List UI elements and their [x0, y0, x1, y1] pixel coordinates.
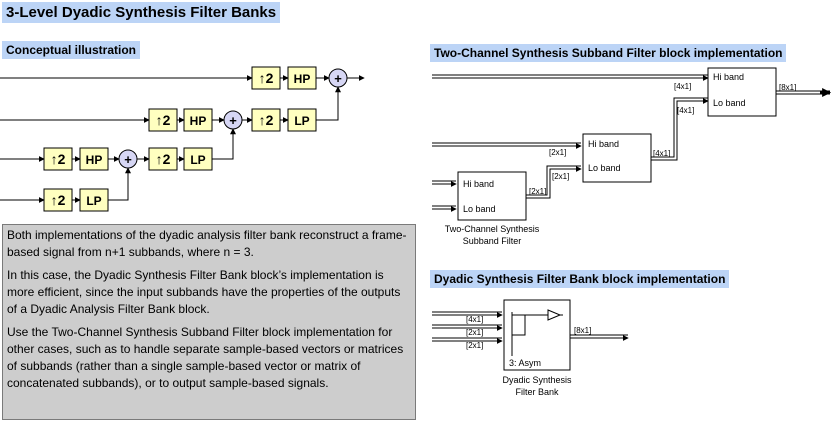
two-channel-block-top[interactable]: Hi band Lo band [707, 67, 777, 117]
svg-text:HP: HP [190, 114, 207, 128]
sum-junction: + [328, 68, 348, 88]
page-title: 3-Level Dyadic Synthesis Filter Banks [2, 2, 281, 23]
svg-text:Lo band: Lo band [463, 204, 496, 214]
note-paragraph: In this case, the Dyadic Synthesis Filte… [7, 268, 401, 316]
svg-text:Hi band: Hi band [588, 139, 619, 149]
signal-dimension-label: [2x1] [466, 341, 483, 350]
upsample-block: ↑2 [148, 147, 178, 171]
signal-dimension-label: [2x1] [552, 172, 569, 181]
svg-text:+: + [334, 71, 342, 86]
two-channel-block-middle[interactable]: Hi band Lo band [582, 133, 652, 183]
signal-dimension-label: [4x1] [653, 149, 670, 158]
svg-text:+: + [229, 113, 237, 128]
svg-text:Lo band: Lo band [713, 98, 746, 108]
two-channel-block-bottom[interactable]: Hi band Lo band [457, 171, 527, 221]
highpass-filter-block: HP [183, 108, 213, 132]
signal-dimension-label: [4x1] [674, 82, 691, 91]
signal-dimension-label: [2x1] [466, 328, 483, 337]
dyadic-block-caption: Filter Bank [515, 387, 559, 397]
two-channel-block-caption: Two-Channel Synthesis [445, 224, 540, 234]
conceptual-diagram [0, 75, 365, 203]
svg-text:Lo band: Lo band [588, 163, 621, 173]
dyadic-heading: Dyadic Synthesis Filter Bank block imple… [430, 270, 730, 288]
two-channel-heading: Two-Channel Synthesis Subband Filter blo… [430, 44, 787, 62]
note-paragraph: Use the Two-Channel Synthesis Subband Fi… [7, 325, 404, 390]
two-channel-diagram: Hi band Lo band Hi band Lo band Hi band … [432, 67, 832, 246]
signal-dimension-label: [4x1] [677, 106, 694, 115]
svg-text:↑2: ↑2 [156, 151, 171, 167]
sum-junction: + [118, 149, 138, 169]
svg-text:LP: LP [294, 114, 309, 128]
svg-text:↑2: ↑2 [259, 112, 274, 128]
svg-text:LP: LP [190, 153, 205, 167]
svg-text:↑2: ↑2 [51, 151, 66, 167]
description-note: Both implementations of the dyadic analy… [2, 224, 416, 420]
svg-text:+: + [124, 152, 132, 167]
upsample-block: ↑2 [43, 188, 73, 212]
signal-dimension-label: [2x1] [529, 187, 546, 196]
upsample-block: ↑2 [148, 108, 178, 132]
conceptual-blocks: ↑2 HP + ↑2 HP + ↑2 LP [43, 66, 348, 212]
lowpass-filter-block: LP [183, 147, 213, 171]
signal-dimension-label: [4x1] [466, 315, 483, 324]
highpass-filter-block: HP [287, 66, 317, 90]
dyadic-block-caption: Dyadic Synthesis [502, 375, 572, 385]
svg-text:3: Asym: 3: Asym [509, 358, 541, 368]
lowpass-filter-block: LP [79, 188, 109, 212]
svg-text:Hi band: Hi band [713, 72, 744, 82]
svg-text:HP: HP [294, 72, 311, 86]
signal-dimension-label: [8x1] [574, 326, 591, 335]
svg-text:LP: LP [86, 194, 101, 208]
highpass-filter-block: HP [79, 147, 109, 171]
upsample-block: ↑2 [43, 147, 73, 171]
svg-text:↑2: ↑2 [51, 192, 66, 208]
note-paragraph: Both implementations of the dyadic analy… [7, 228, 407, 259]
sum-junction: + [223, 110, 243, 130]
signal-dimension-label: [8x1] [779, 83, 796, 92]
two-channel-block-caption: Subband Filter [463, 236, 522, 246]
conceptual-heading: Conceptual illustration [2, 41, 141, 59]
upsample-block: ↑2 [251, 66, 281, 90]
lowpass-filter-block: LP [287, 108, 317, 132]
upsample-block: ↑2 [251, 108, 281, 132]
signal-dimension-label: [2x1] [549, 148, 566, 157]
svg-text:HP: HP [86, 153, 103, 167]
svg-text:↑2: ↑2 [156, 112, 171, 128]
svg-text:Hi band: Hi band [463, 179, 494, 189]
dyadic-synthesis-block[interactable]: 3: Asym [503, 299, 571, 371]
dyadic-diagram: 3: Asym Dyadic Synthesis Filter Bank [4x… [432, 299, 629, 397]
svg-text:↑2: ↑2 [259, 70, 274, 86]
